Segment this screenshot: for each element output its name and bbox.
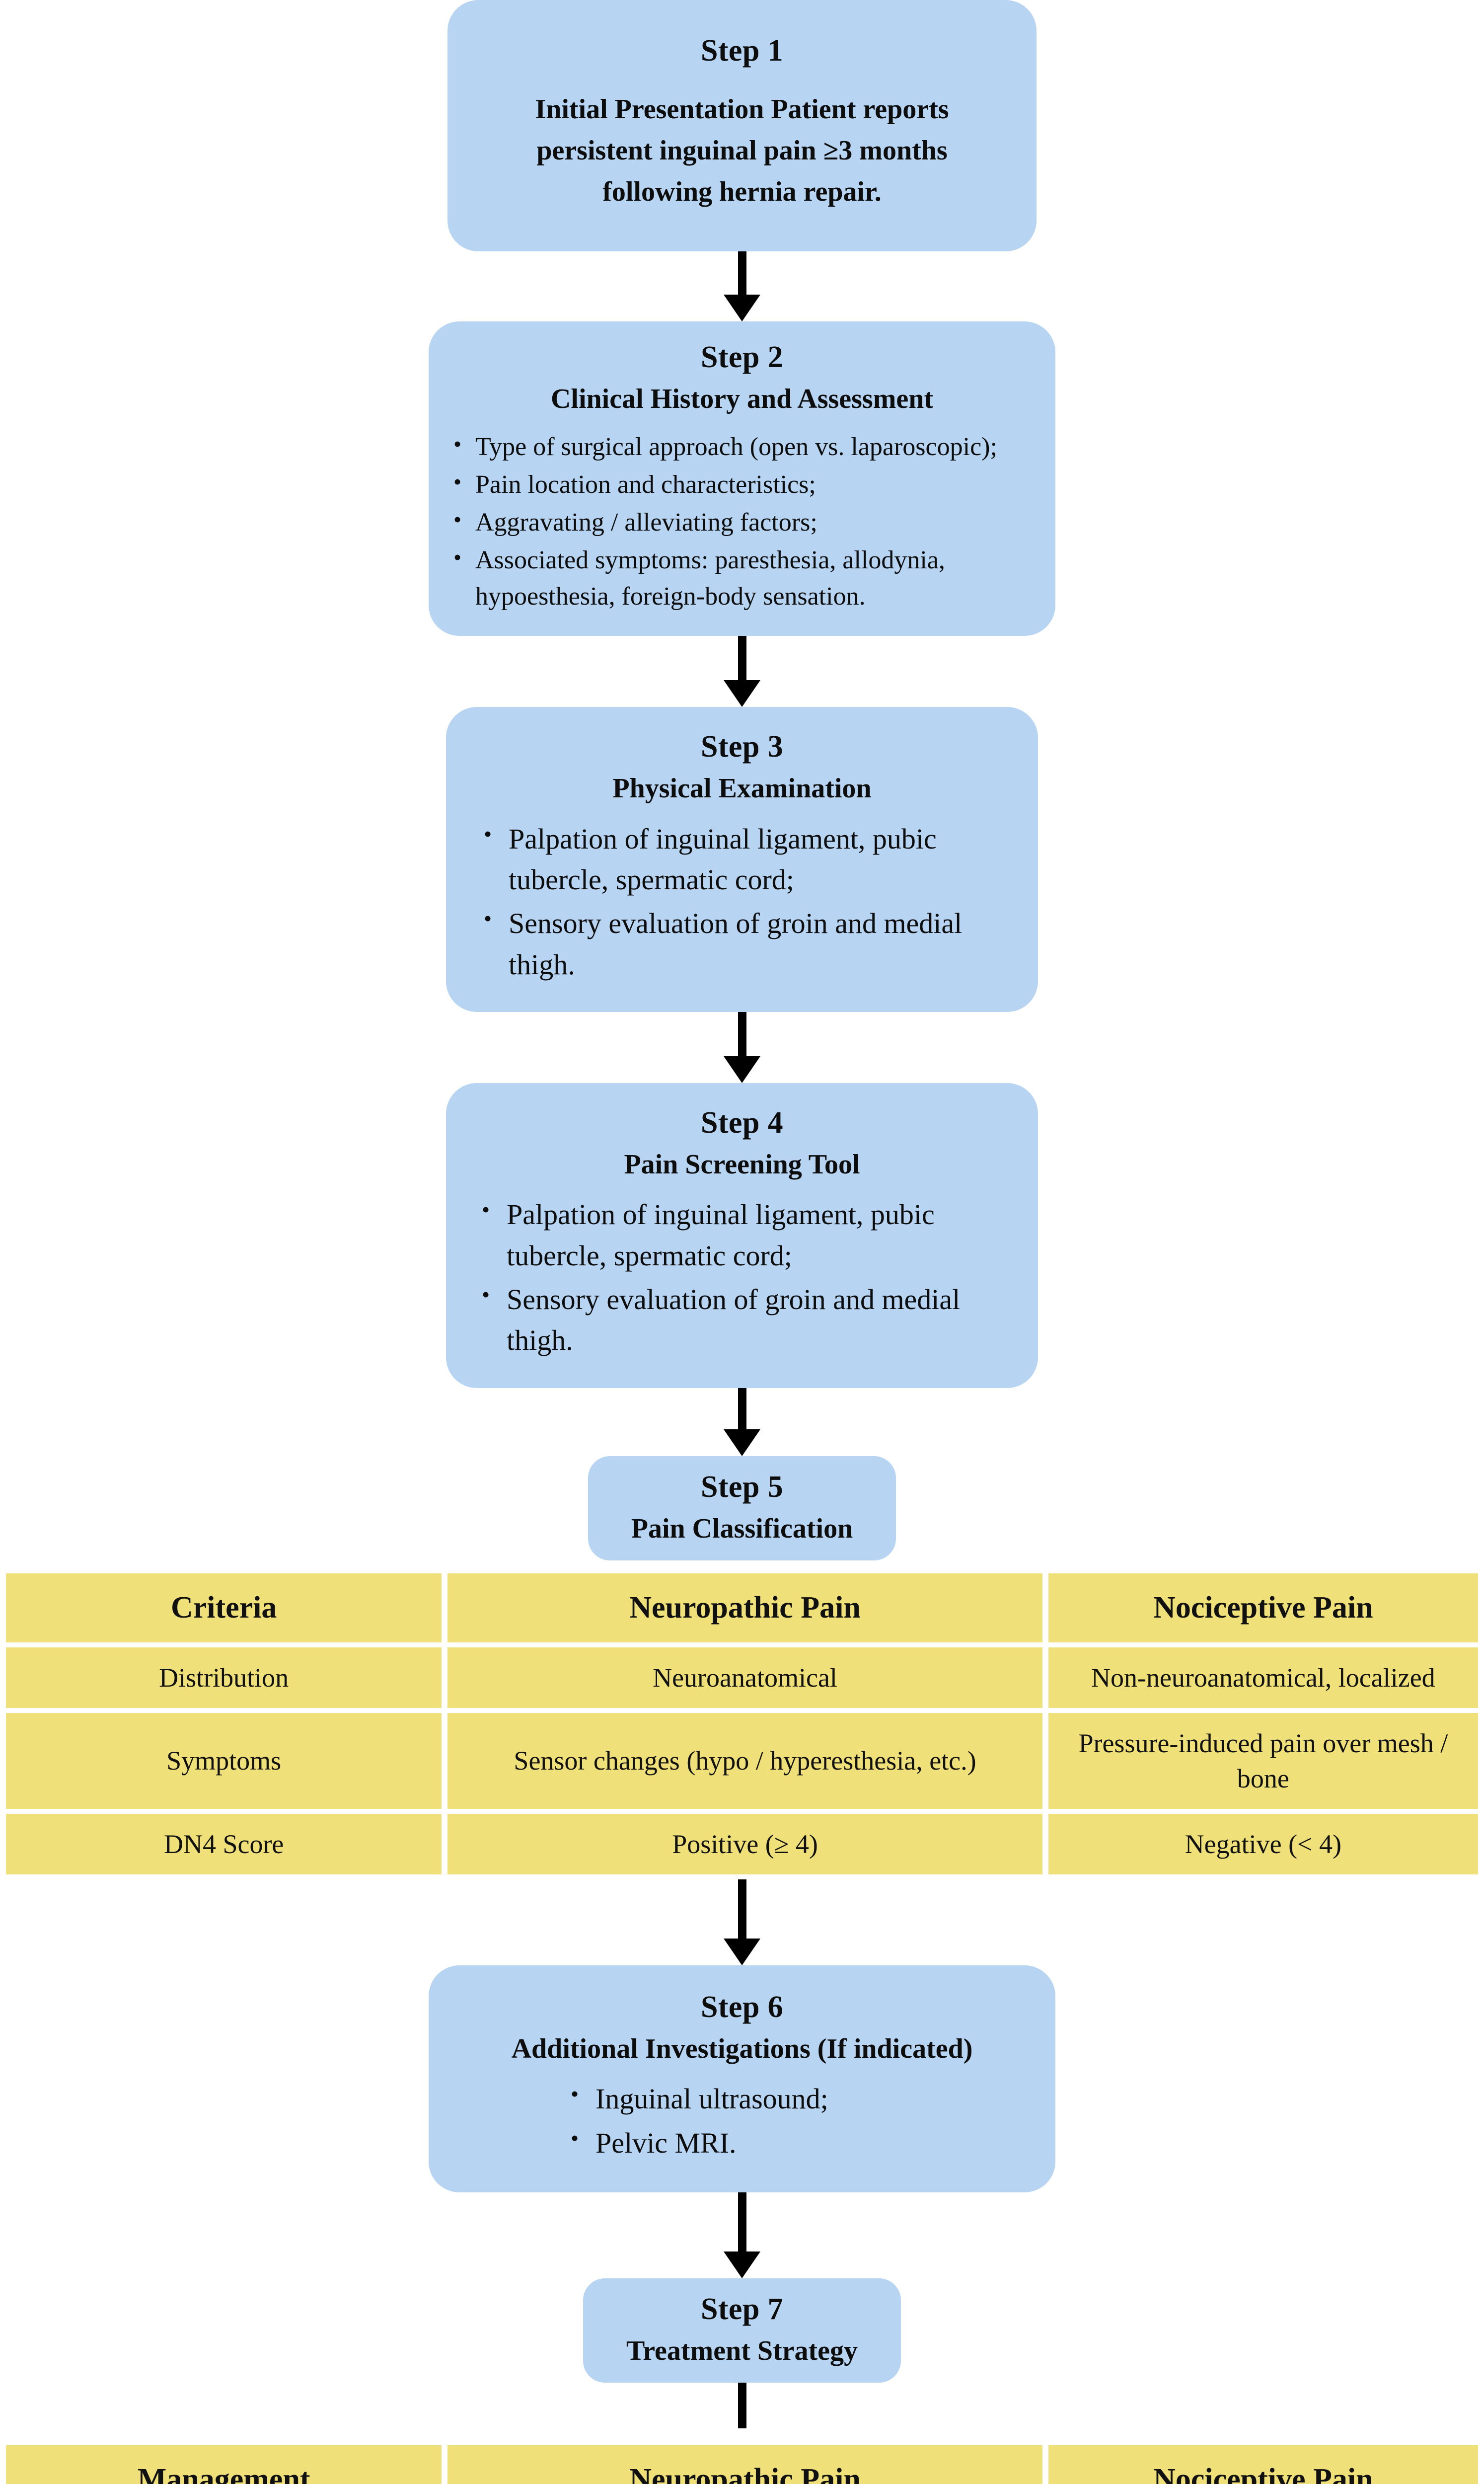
step-4-bullet-list: Palpation of inguinal ligament, pubic tu… [474,1193,1010,1361]
step-4-subtitle: Pain Screening Tool [624,1149,860,1180]
cell-nociceptive: Non-neuroanatomical, localized [1048,1647,1478,1708]
step-4-box: Step 4 Pain Screening Tool Palpation of … [446,1083,1038,1388]
step-6-subtitle: Additional Investigations (If indicated) [511,2033,973,2065]
arrow-step2-to-step3 [724,636,760,707]
step-1-box: Step 1 Initial Presentation Patient repo… [447,0,1037,251]
step-5-subtitle: Pain Classification [631,1513,853,1544]
connector-step7-to-table2 [738,2383,746,2429]
table-row: Distribution Neuroanatomical Non-neuroan… [6,1647,1478,1708]
pain-classification-table: Criteria Neuropathic Pain Nociceptive Pa… [0,1568,1484,1879]
step-7-box: Step 7 Treatment Strategy [583,2278,901,2383]
arrow-shaft [738,1012,746,1057]
arrow-shaft [738,636,746,681]
arrow-head-icon [724,680,760,707]
table-row: DN4 Score Positive (≥ 4) Negative (< 4) [6,1813,1478,1874]
column-header-criteria: Criteria [6,1573,442,1643]
arrow-step1-to-step2 [724,251,760,321]
list-item: Type of surgical approach (open vs. lapa… [448,428,1036,466]
step-3-title: Step 3 [700,730,784,764]
step-7-title: Step 7 [700,2292,784,2326]
cell-nociceptive: Negative (< 4) [1048,1813,1478,1874]
column-header-neuropathic: Neuropathic Pain [447,1573,1042,1643]
step-6-bullet-list: Inguinal ultrasound; Pelvic MRI. [458,2078,1026,2164]
cell-criteria: DN4 Score [6,1813,442,1874]
column-header-nociceptive: Nociceptive Pain [1048,2445,1478,2484]
step-2-title: Step 2 [700,340,784,374]
list-item: Pain location and characteristics; [448,466,1036,503]
column-header-neuropathic: Neuropathic Pain [447,2445,1042,2484]
arrow-shaft [738,1388,746,1430]
step-2-subtitle: Clinical History and Assessment [550,383,934,414]
cell-nociceptive: Pressure-induced pain over mesh / bone [1048,1713,1478,1809]
arrow-head-icon [724,1056,760,1084]
column-header-management: Management [6,2445,442,2484]
list-item: Sensory evaluation of groin and medial t… [474,1278,1010,1361]
step-5-title: Step 5 [700,1470,784,1504]
step-1-body: Initial Presentation Patient reports per… [535,94,949,207]
step-6-title: Step 6 [700,1990,784,2024]
cell-neuropathic: Neuroanatomical [447,1647,1042,1708]
arrow-shaft [738,2192,746,2252]
step-2-bullet-list: Type of surgical approach (open vs. lapa… [448,428,1036,616]
list-item: Inguinal ultrasound; [563,2078,1026,2119]
table-header-row: Criteria Neuropathic Pain Nociceptive Pa… [6,1573,1478,1643]
classification-table-wrap: Criteria Neuropathic Pain Nociceptive Pa… [0,1568,1484,1879]
cell-neuropathic: Sensor changes (hypo / hyperesthesia, et… [447,1713,1042,1809]
step-3-bullet-list: Palpation of inguinal ligament, pubic tu… [476,818,1008,985]
arrow-step6-to-step7 [724,2192,760,2278]
arrow-step4-to-step5 [724,1388,760,1456]
table-row: Symptoms Sensor changes (hypo / hyperest… [6,1713,1478,1809]
arrow-head-icon [724,2251,760,2278]
table-header-row: Management Neuropathic Pain Nociceptive … [6,2445,1478,2484]
list-item: Sensory evaluation of groin and medial t… [476,902,1008,985]
treatment-table-wrap: Management Neuropathic Pain Nociceptive … [0,2440,1484,2484]
list-item: Palpation of inguinal ligament, pubic tu… [474,1193,1010,1276]
step-1-title: Step 1 [700,34,784,68]
step-7-subtitle: Treatment Strategy [626,2335,858,2367]
arrow-table1-to-step6 [724,1879,760,1965]
treatment-strategy-table: Management Neuropathic Pain Nociceptive … [0,2440,1484,2484]
cell-criteria: Symptoms [6,1713,442,1809]
step-3-subtitle: Physical Examination [612,773,872,804]
arrow-shaft [738,1879,746,1939]
step-3-box: Step 3 Physical Examination Palpation of… [446,707,1038,1012]
arrow-step3-to-step4 [724,1012,760,1084]
step-5-box: Step 5 Pain Classification [588,1456,896,1561]
arrow-head-icon [724,1938,760,1965]
arrow-shaft [738,251,746,295]
cell-criteria: Distribution [6,1647,442,1708]
step-4-title: Step 4 [700,1106,784,1140]
column-header-nociceptive: Nociceptive Pain [1048,1573,1478,1643]
list-item: Pelvic MRI. [563,2122,1026,2164]
step-2-box: Step 2 Clinical History and Assessment T… [429,321,1055,636]
list-item: Aggravating / alleviating factors; [448,503,1036,541]
list-item: Palpation of inguinal ligament, pubic tu… [476,818,1008,901]
cell-neuropathic: Positive (≥ 4) [447,1813,1042,1874]
list-item: Associated symptoms: paresthesia, allody… [448,541,1036,616]
arrow-head-icon [724,1429,760,1456]
arrow-head-icon [724,294,760,321]
step-6-box: Step 6 Additional Investigations (If ind… [429,1965,1055,2192]
